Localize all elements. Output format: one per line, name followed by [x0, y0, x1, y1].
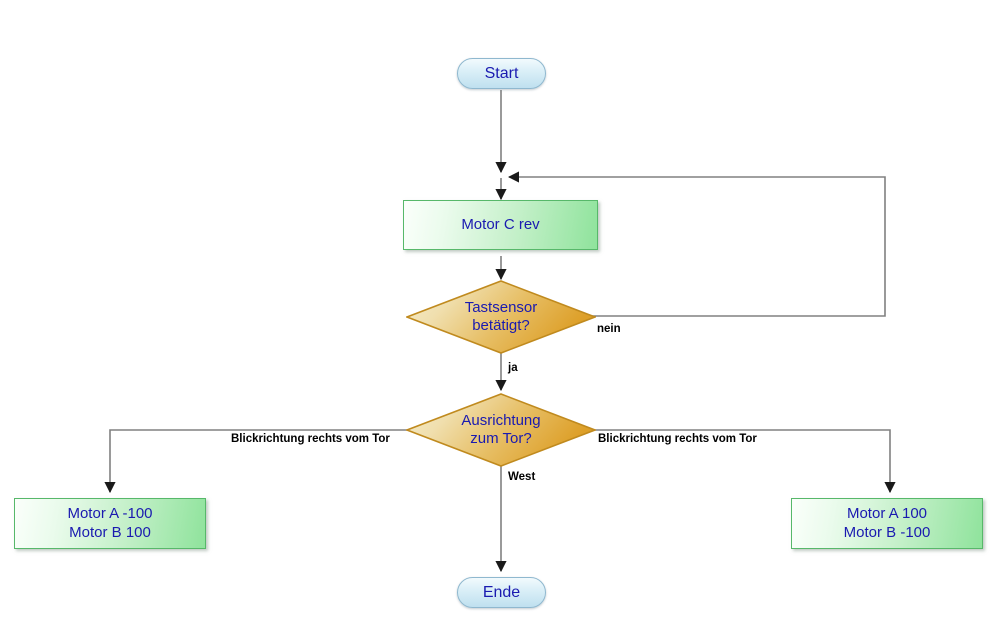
node-motor-right[interactable]: Motor A 100 Motor B -100 [791, 498, 983, 549]
node-motor-c-rev-label: Motor C rev [461, 215, 540, 233]
edge-label-west: West [508, 471, 536, 483]
node-tastsensor-decision[interactable]: Tastsensor betätigt? [406, 280, 596, 354]
edge-ausrichtung-left [104, 429, 421, 494]
node-motor-left-label: Motor A -100 Motor B 100 [67, 505, 153, 541]
node-start-label: Start [484, 64, 519, 82]
diamond-shape [406, 393, 596, 467]
node-ausrichtung-label: Ausrichtung zum Tor? [461, 411, 541, 447]
node-ende[interactable]: Ende [457, 577, 546, 608]
edge-label-left-branch: Blickrichtung rechts vom Tor [231, 433, 390, 445]
node-motor-c-rev[interactable]: Motor C rev [403, 200, 598, 250]
edge-label-ja: ja [508, 362, 518, 374]
node-ende-label: Ende [482, 583, 521, 601]
edge-label-nein: nein [597, 323, 621, 335]
node-start[interactable]: Start [457, 58, 546, 89]
edge-tastsensor-nein-loop [507, 171, 886, 317]
diamond-shape [406, 280, 596, 354]
edge-label-right-branch: Blickrichtung rechts vom Tor [598, 433, 757, 445]
node-ausrichtung-decision[interactable]: Ausrichtung zum Tor? [406, 393, 596, 467]
node-tastsensor-label: Tastsensor betätigt? [464, 298, 538, 334]
node-motor-right-label: Motor A 100 Motor B -100 [843, 505, 931, 541]
edge-ausrichtung-right [581, 429, 896, 494]
node-motor-left[interactable]: Motor A -100 Motor B 100 [14, 498, 206, 549]
